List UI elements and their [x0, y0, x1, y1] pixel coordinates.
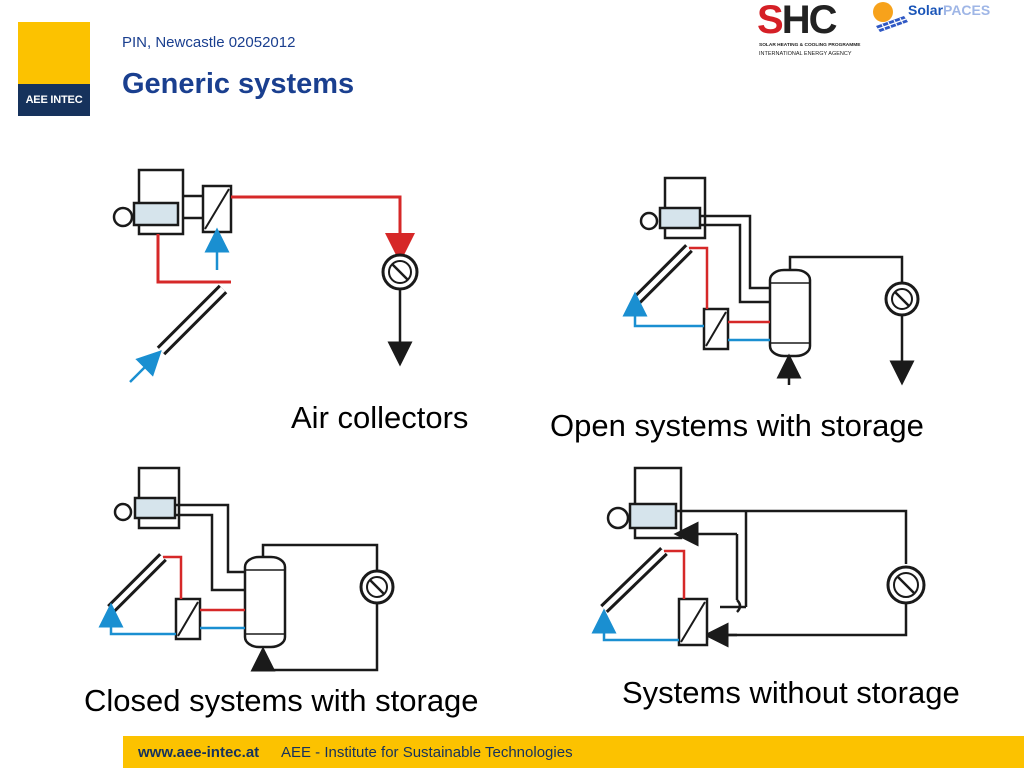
open-heater-icon	[658, 206, 702, 230]
label-without-storage: Systems without storage	[622, 675, 960, 710]
nostore-fan-icon	[606, 506, 630, 530]
shc-logo-line1: SOLAR HEATING & COOLING PROGRAMME	[759, 43, 861, 48]
open-fan-icon	[639, 211, 659, 231]
solarpaces-logo: SolarPACES	[870, 0, 1010, 40]
logo-yellow-block	[18, 22, 90, 84]
footer-institute: AEE - Institute for Sustainable Technolo…	[281, 744, 573, 761]
generic-systems-diagrams	[98, 168, 926, 672]
solarpaces-sun-icon	[873, 2, 908, 32]
air-fan-icon	[112, 206, 134, 228]
air-hot-line	[231, 195, 415, 263]
logo-text: AEE INTEC	[18, 84, 90, 116]
aee-intec-logo: AEE INTEC	[18, 22, 90, 116]
closed-storage-diagram	[98, 466, 395, 672]
solarpaces-wordmark: SolarPACES	[908, 2, 991, 18]
shc-logo-line2: INTERNATIONAL ENERGY AGENCY	[759, 51, 852, 57]
page-title: Generic systems	[122, 68, 355, 100]
footer-bar: www.aee-intec.at AEE - Institute for Sus…	[123, 736, 1024, 768]
label-closed-storage: Closed systems with storage	[84, 683, 479, 718]
air-heater-icon	[132, 201, 180, 227]
without-storage-diagram	[591, 466, 926, 648]
open-storage-diagram	[622, 176, 920, 386]
air-collectors-diagram	[112, 168, 419, 383]
shc-logo-mark: SHC	[757, 0, 837, 42]
page-subtitle: PIN, Newcastle 02052012	[122, 34, 296, 51]
closed-fan-icon	[113, 502, 133, 522]
label-air-collectors: Air collectors	[291, 400, 469, 435]
nostore-heater-icon	[628, 502, 678, 530]
footer-url-link[interactable]: www.aee-intec.at	[138, 744, 260, 761]
shc-logo: SHC SOLAR HEATING & COOLING PROGRAMME IN…	[757, 0, 862, 60]
label-open-storage: Open systems with storage	[550, 408, 924, 443]
closed-heater-icon	[133, 496, 177, 520]
